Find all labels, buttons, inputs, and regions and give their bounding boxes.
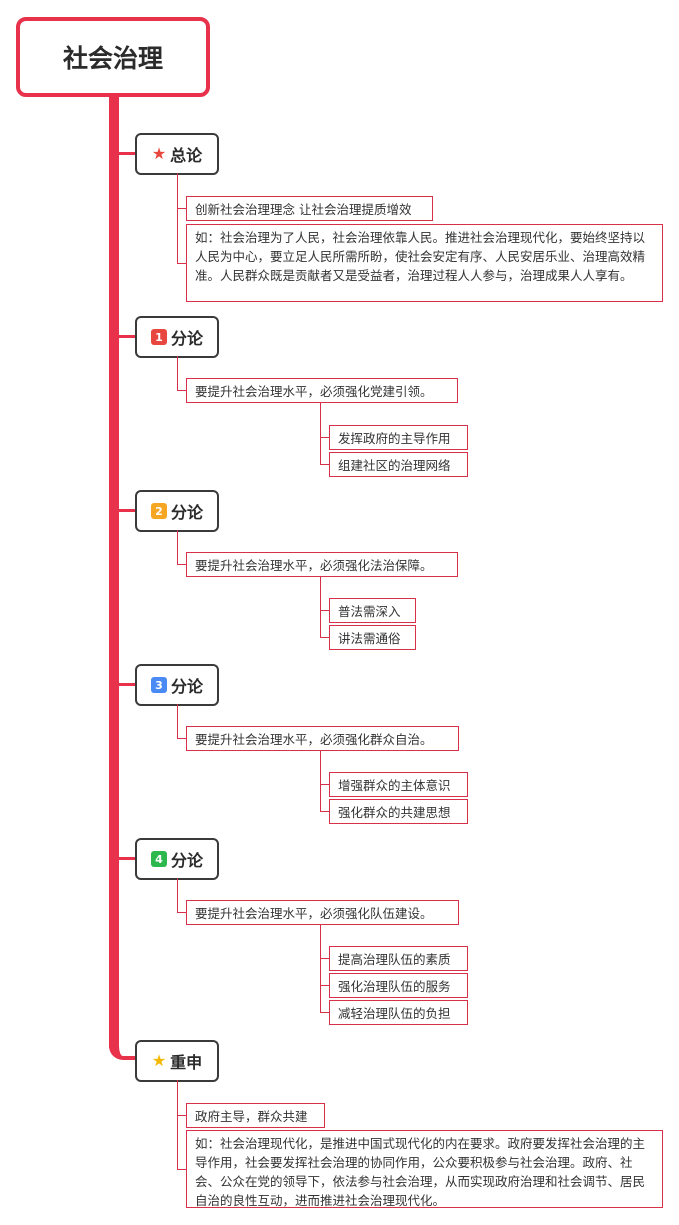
child-connector [177, 1115, 186, 1116]
section-label: 重申 [170, 1053, 203, 1072]
child-connector [320, 751, 321, 812]
subtopic-box[interactable]: 普法需深入 [329, 598, 416, 623]
branch-connector [119, 152, 136, 155]
subtopic-box[interactable]: 强化治理队伍的服务 [329, 973, 468, 998]
subtopic-box[interactable]: 增强群众的主体意识 [329, 772, 468, 797]
number-badge-4: 4 [150, 851, 167, 867]
child-connector [177, 208, 186, 209]
branch-connector [119, 683, 136, 686]
section-overview[interactable]: ★ 总论 [135, 133, 219, 175]
number-badge-2: 2 [150, 503, 167, 519]
child-connector [320, 610, 329, 611]
child-connector [320, 784, 329, 785]
child-connector [177, 912, 186, 913]
child-connector [177, 564, 186, 565]
topic-box[interactable]: 政府主导，群众共建 [186, 1103, 325, 1128]
section-point-4[interactable]: 4 分论 [135, 838, 219, 880]
child-connector [177, 1169, 186, 1170]
root-topic[interactable]: 社会治理 [16, 17, 210, 97]
subtopic-box[interactable]: 讲法需通俗 [329, 625, 416, 650]
branch-connector [119, 509, 136, 512]
child-connector [320, 464, 329, 465]
topic-box[interactable]: 要提升社会治理水平，必须强化群众自治。 [186, 726, 459, 751]
section-label: 总论 [170, 146, 203, 165]
child-connector [320, 925, 321, 1012]
trunk-connector [109, 93, 119, 1048]
child-connector [177, 263, 186, 264]
child-connector [177, 173, 178, 263]
topic-box[interactable]: 要提升社会治理水平，必须强化法治保障。 [186, 552, 458, 577]
star-icon: ★ [151, 144, 167, 163]
section-point-1[interactable]: 1 分论 [135, 316, 219, 358]
child-connector [320, 1012, 329, 1013]
child-connector [320, 637, 329, 638]
topic-box[interactable]: 创新社会治理理念 让社会治理提质增效 [186, 196, 433, 221]
number-badge-3: 3 [150, 677, 167, 693]
section-label: 分论 [170, 851, 203, 870]
child-connector [177, 878, 178, 912]
child-connector [320, 403, 321, 464]
section-label: 分论 [170, 503, 203, 522]
child-connector [320, 437, 329, 438]
subtopic-box[interactable]: 强化群众的共建思想 [329, 799, 468, 824]
topic-box[interactable]: 如：社会治理现代化，是推进中国式现代化的内在要求。政府要发挥社会治理的主导作用，… [186, 1130, 663, 1208]
branch-connector [119, 857, 136, 860]
section-label: 分论 [170, 329, 203, 348]
child-connector [177, 390, 186, 391]
section-label: 分论 [170, 677, 203, 696]
topic-box[interactable]: 要提升社会治理水平，必须强化队伍建设。 [186, 900, 459, 925]
section-restatement[interactable]: ★ 重申 [135, 1040, 219, 1082]
subtopic-box[interactable]: 减轻治理队伍的负担 [329, 1000, 468, 1025]
child-connector [320, 985, 329, 986]
subtopic-box[interactable]: 组建社区的治理网络 [329, 452, 468, 477]
child-connector [177, 1080, 178, 1169]
number-badge-1: 1 [150, 329, 167, 345]
topic-box[interactable]: 如：社会治理为了人民，社会治理依靠人民。推进社会治理现代化，要始终坚持以人民为中… [186, 224, 663, 302]
section-point-2[interactable]: 2 分论 [135, 490, 219, 532]
star-icon: ★ [151, 1051, 167, 1070]
child-connector [177, 704, 178, 738]
branch-connector [119, 335, 136, 338]
child-connector [320, 958, 329, 959]
subtopic-box[interactable]: 提高治理队伍的素质 [329, 946, 468, 971]
trunk-curve-connector [109, 1030, 139, 1060]
child-connector [320, 577, 321, 638]
topic-box[interactable]: 要提升社会治理水平，必须强化党建引领。 [186, 378, 458, 403]
child-connector [320, 811, 329, 812]
child-connector [177, 530, 178, 564]
section-point-3[interactable]: 3 分论 [135, 664, 219, 706]
child-connector [177, 356, 178, 390]
child-connector [177, 738, 186, 739]
subtopic-box[interactable]: 发挥政府的主导作用 [329, 425, 468, 450]
